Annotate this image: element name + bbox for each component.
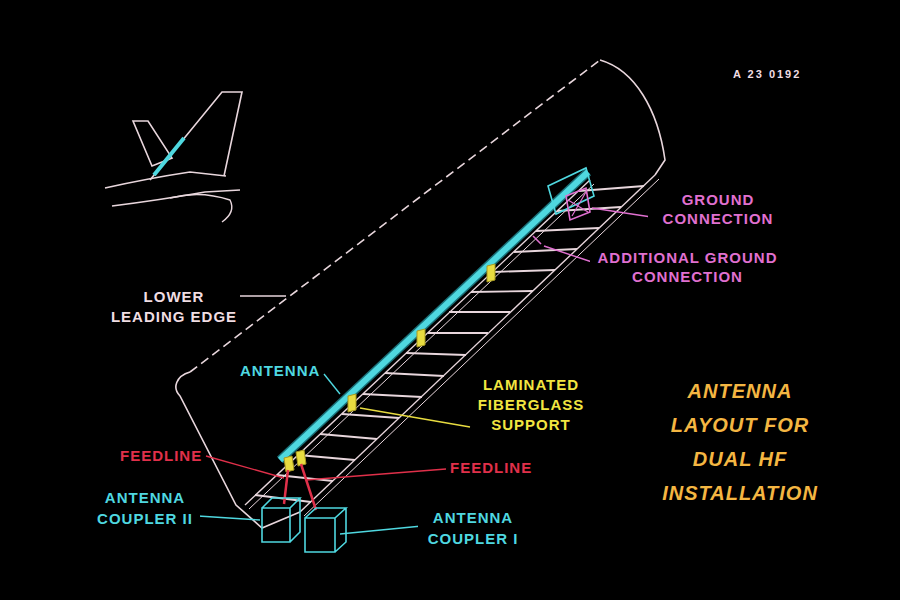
fiberglass-support [348,394,356,412]
antenna-coupler-box [305,508,346,552]
callout-label: ANTENNA COUPLER II [90,487,200,529]
leader-line [324,374,340,394]
spar-rail [249,184,594,509]
drawing-number: A 23 0192 [733,67,801,81]
spar-rail [300,175,655,512]
callout-label: GROUND CONNECTION [648,190,788,228]
feedline-terminal [284,456,294,472]
rib [514,249,577,252]
rib [536,228,599,231]
antenna-coupler-box [262,498,300,542]
antenna-element [280,172,588,460]
rib [493,270,555,272]
leader-line [198,516,260,520]
feedline-terminal [296,450,306,466]
rib [363,394,422,397]
rib [406,353,466,355]
ground-connection-bracket [566,188,590,220]
inset-antenna-stripe [154,138,184,175]
rib [428,332,488,334]
callout-label: LOWER LEADING EDGE [108,287,240,327]
leader-line [340,526,422,534]
spar-rail [245,180,590,505]
additional-ground-strap [533,236,541,244]
callout-label: ANTENNA COUPLER I [418,507,528,549]
rib [298,455,355,460]
inset-fuselage-top [105,172,226,188]
leader-line [544,246,592,262]
rib [449,311,510,313]
spar-rail [304,179,659,516]
diagram-title: ANTENNA LAYOUT FOR DUAL HF INSTALLATION [642,374,838,510]
callout-label: FEEDLINE [450,458,532,477]
top-end-cap [600,60,665,175]
rib [385,373,444,376]
rib [320,434,377,439]
leader-line [306,469,446,480]
leader-line [206,456,284,478]
inset-wing-root [170,194,232,222]
ground-connection-strap [568,192,588,216]
fiberglass-support [417,329,425,347]
inset-fin [150,92,242,180]
callout-label: FEEDLINE [120,446,202,465]
feedline-wire [284,470,288,504]
feedline-wire [301,464,316,510]
fiberglass-support [487,264,495,282]
rib [579,186,644,191]
rib [471,291,533,292]
rib [342,414,399,418]
callout-label: ADDITIONAL GROUND CONNECTION [590,248,785,286]
callout-label: LAMINATED FIBERGLASS SUPPORT [474,375,588,435]
antenna-element [280,172,588,460]
leader-line [360,408,470,427]
callout-label: ANTENNA [240,361,320,380]
